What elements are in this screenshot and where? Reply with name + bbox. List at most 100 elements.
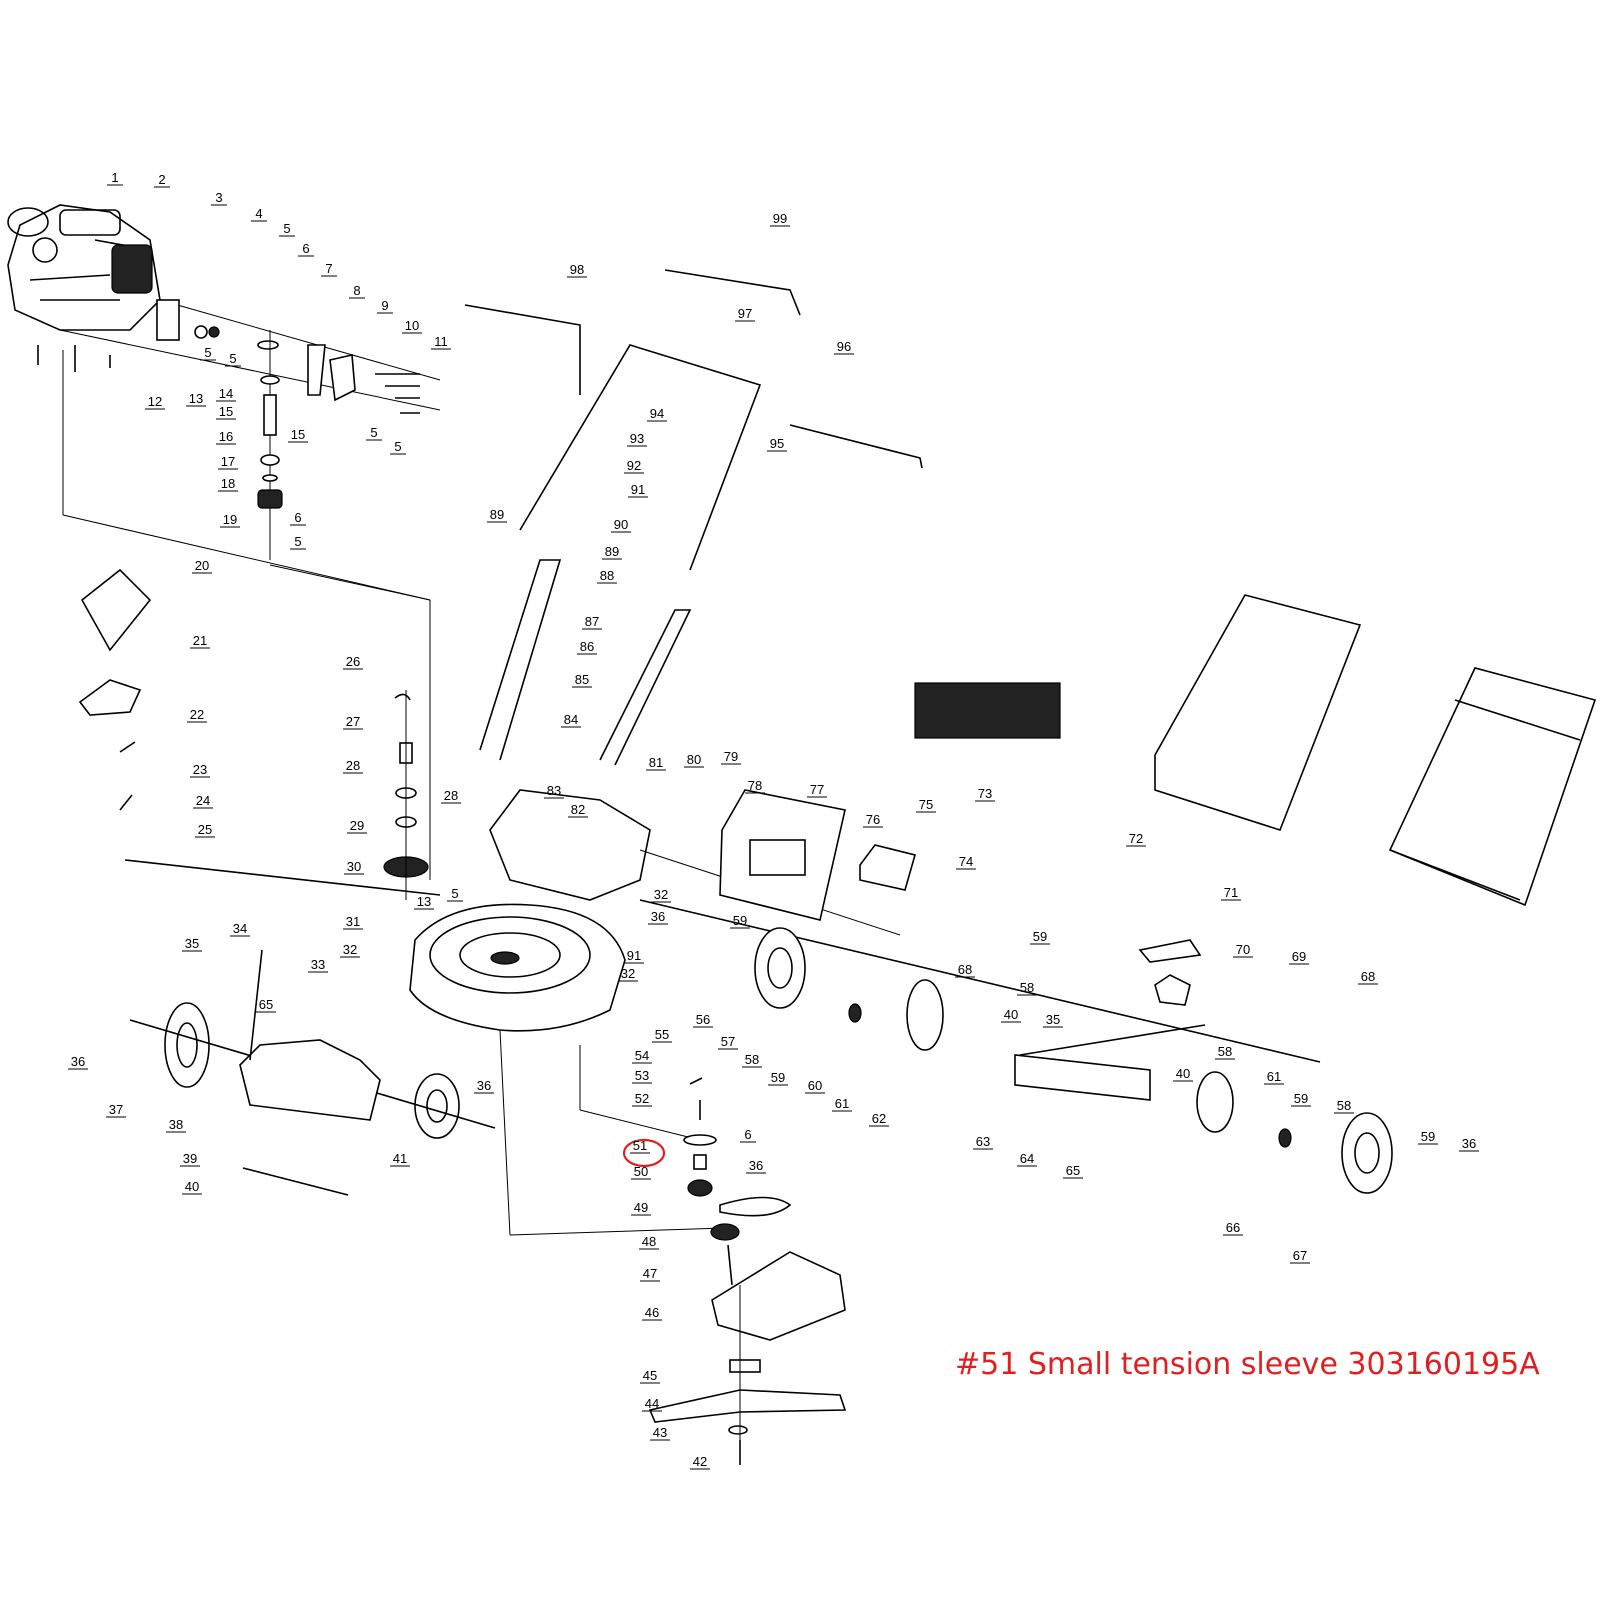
axle-part xyxy=(639,899,1321,1063)
part-number-label: 93 xyxy=(630,431,644,446)
wheel-part xyxy=(1341,1112,1393,1194)
part-number-label: 81 xyxy=(649,755,663,770)
upper-handle-part xyxy=(519,344,762,571)
part-number-label: 42 xyxy=(693,1454,707,1469)
washer-part xyxy=(194,325,208,339)
part-number-label: 67 xyxy=(1293,1248,1307,1263)
caption-text: #51 Small tension sleeve 303160195A xyxy=(955,1347,1540,1382)
part-number-label: 58 xyxy=(745,1052,759,1067)
part-number-label: 5 xyxy=(394,439,401,454)
part-number-label: 14 xyxy=(219,386,233,401)
bearing-part xyxy=(260,454,280,466)
part-number-label: 4 xyxy=(255,206,262,221)
wheel-part xyxy=(754,927,806,1009)
pin-part xyxy=(119,794,133,811)
part-number-label: 20 xyxy=(195,558,209,573)
part-number-label: 50 xyxy=(634,1164,648,1179)
part-number-label: 16 xyxy=(219,429,233,444)
rear-guard-part xyxy=(239,1039,381,1121)
shaft-part xyxy=(263,394,277,436)
part-number-label: 61 xyxy=(1267,1069,1281,1084)
part-number-label: 99 xyxy=(773,211,787,226)
part-number-label: 12 xyxy=(148,394,162,409)
part-number-label: 97 xyxy=(738,306,752,321)
part-number-label: 28 xyxy=(346,758,360,773)
part-number-label: 53 xyxy=(635,1068,649,1083)
part-number-label: 90 xyxy=(614,517,628,532)
bracket-part xyxy=(307,344,326,396)
part-number-label: 36 xyxy=(477,1078,491,1093)
rear-flap-part xyxy=(1019,1024,1206,1056)
part-number-label: 59 xyxy=(771,1070,785,1085)
part-number-label: 19 xyxy=(223,512,237,527)
part-number-label: 68 xyxy=(1361,969,1375,984)
part-number-label: 80 xyxy=(687,752,701,767)
plate-part xyxy=(683,1134,717,1146)
pulley-part xyxy=(687,1179,713,1197)
part-number-label: 92 xyxy=(627,458,641,473)
handle-bracket-part xyxy=(489,789,651,901)
part-number-label: 23 xyxy=(193,762,207,777)
part-number-label: 59 xyxy=(1421,1129,1435,1144)
part-number-label: 6 xyxy=(744,1127,751,1142)
part-number-label: 35 xyxy=(185,936,199,951)
rod-part xyxy=(242,1167,349,1196)
part-number-label: 39 xyxy=(183,1151,197,1166)
part-number-label: 13 xyxy=(417,894,431,909)
part-number-label: 59 xyxy=(1294,1091,1308,1106)
part-number-label: 83 xyxy=(547,783,561,798)
disc-part xyxy=(906,979,944,1051)
part-number-label: 91 xyxy=(627,948,641,963)
part-number-label: 86 xyxy=(580,639,594,654)
gearbox-part xyxy=(1154,974,1191,1006)
part-number-label: 5 xyxy=(229,351,236,366)
part-number-label: 7 xyxy=(325,261,332,276)
part-number-label: 88 xyxy=(600,568,614,583)
nut-part xyxy=(208,326,220,338)
part-number-label: 30 xyxy=(347,859,361,874)
part-number-label: 61 xyxy=(835,1096,849,1111)
part-number-label: 33 xyxy=(311,957,325,972)
rod-part xyxy=(789,424,923,469)
bolt-part xyxy=(37,345,111,372)
lever-part xyxy=(249,949,263,1061)
part-number-label: 82 xyxy=(571,802,585,817)
part-number-label: 94 xyxy=(650,406,664,421)
grass-bag-part xyxy=(1388,667,1597,907)
part-number-label: 36 xyxy=(651,909,665,924)
part-number-label: 62 xyxy=(872,1111,886,1126)
part-number-label: 87 xyxy=(585,614,599,629)
bag-frame-part xyxy=(1154,594,1362,831)
part-number-label: 27 xyxy=(346,714,360,729)
belt-part xyxy=(1138,939,1202,963)
part-number-label: 32 xyxy=(621,966,635,981)
disc-part xyxy=(1196,1071,1234,1133)
part-number-label: 91 xyxy=(631,482,645,497)
part-number-label: 40 xyxy=(1176,1066,1190,1081)
part-number-label: 73 xyxy=(978,786,992,801)
part-number-label: 26 xyxy=(346,654,360,669)
part-number-label: 78 xyxy=(748,778,762,793)
part-number-label: 48 xyxy=(642,1234,656,1249)
part-number-label: 6 xyxy=(294,510,301,525)
drive-cover-part xyxy=(711,1251,846,1341)
part-number-label: 89 xyxy=(490,507,504,522)
part-number-label: 36 xyxy=(749,1158,763,1173)
part-number-label: 1 xyxy=(111,170,118,185)
lower-handle-part xyxy=(599,609,692,766)
highlight-circle xyxy=(622,1138,666,1168)
engine-part xyxy=(7,204,161,331)
part-number-label: 65 xyxy=(259,997,273,1012)
part-number-label: 6 xyxy=(302,241,309,256)
part-number-label: 36 xyxy=(1462,1136,1476,1151)
part-number-label: 5 xyxy=(370,425,377,440)
part-number-label: 59 xyxy=(1033,929,1047,944)
part-number-label: 47 xyxy=(643,1266,657,1281)
pulley-part xyxy=(257,489,283,509)
part-number-label: 58 xyxy=(1218,1044,1232,1059)
tension-sleeve-part xyxy=(693,1154,707,1170)
part-number-label: 38 xyxy=(169,1117,183,1132)
washer-part xyxy=(257,340,279,350)
part-number-label: 34 xyxy=(233,921,247,936)
